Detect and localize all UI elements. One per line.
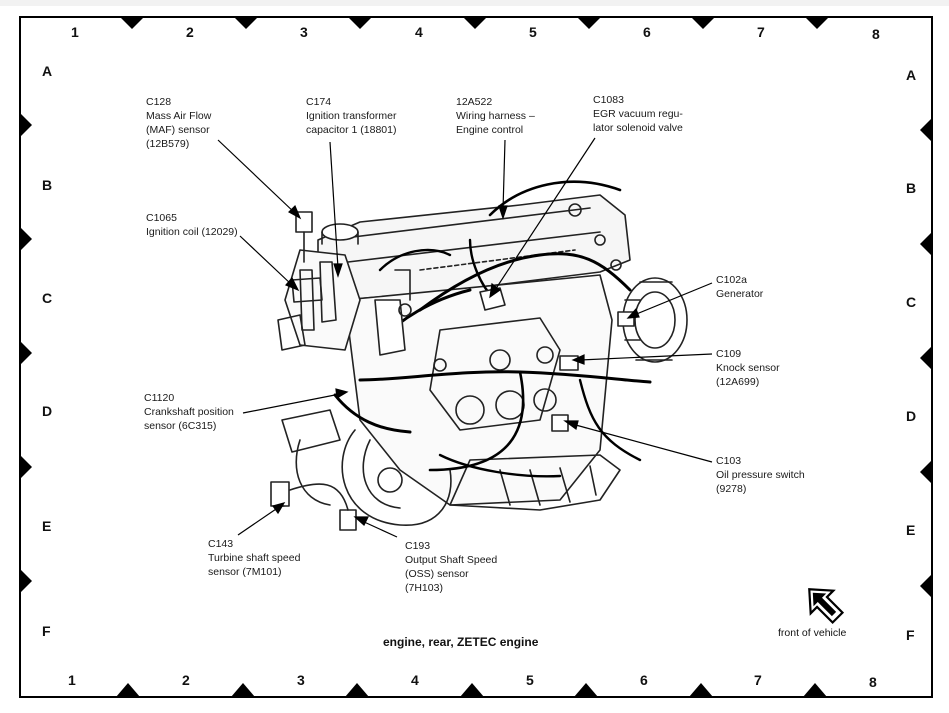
grid-col-5: 5 <box>529 24 537 40</box>
window-top-strip <box>0 0 949 6</box>
grid-row-a: A <box>42 63 53 79</box>
grid-row-d: D <box>42 403 53 419</box>
diagram-caption: engine, rear, ZETEC engine <box>383 635 539 649</box>
grid-col-2: 2 <box>186 24 194 40</box>
engine-illustration <box>270 180 688 531</box>
grid-row-c-right: C <box>906 294 917 310</box>
grid-col-2-bottom: 2 <box>182 672 190 688</box>
grid-row-f: F <box>42 623 51 639</box>
grid-col-7-bottom: 7 <box>754 672 762 688</box>
grid-col-1-bottom: 1 <box>68 672 76 688</box>
grid-col-5-bottom: 5 <box>526 672 534 688</box>
grid-col-1: 1 <box>71 24 79 40</box>
left-edge-markers <box>20 113 32 593</box>
grid-col-6-bottom: 6 <box>640 672 648 688</box>
grid-row-e: E <box>42 518 52 534</box>
grid-col-3: 3 <box>300 24 308 40</box>
grid-col-8-bottom: 8 <box>869 674 877 690</box>
grid-row-a-right: A <box>906 67 917 83</box>
grid-row-d-right: D <box>906 408 917 424</box>
grid-col-6: 6 <box>643 24 651 40</box>
front-of-vehicle-arrow <box>808 588 845 625</box>
grid-col-7: 7 <box>757 24 765 40</box>
grid-row-b: B <box>42 177 53 193</box>
right-edge-markers <box>920 118 932 598</box>
grid-col-4-bottom: 4 <box>411 672 419 688</box>
front-of-vehicle-label: front of vehicle <box>778 627 847 639</box>
top-edge-markers <box>120 17 829 29</box>
bottom-edge-markers <box>116 683 827 697</box>
grid-row-b-right: B <box>906 180 917 196</box>
grid-row-f-right: F <box>906 627 915 643</box>
grid-col-4: 4 <box>415 24 423 40</box>
grid-col-8: 8 <box>872 26 880 42</box>
grid-row-c: C <box>42 290 53 306</box>
grid-row-e-right: E <box>906 522 916 538</box>
leader-lines <box>217 137 713 538</box>
grid-col-3-bottom: 3 <box>297 672 305 688</box>
